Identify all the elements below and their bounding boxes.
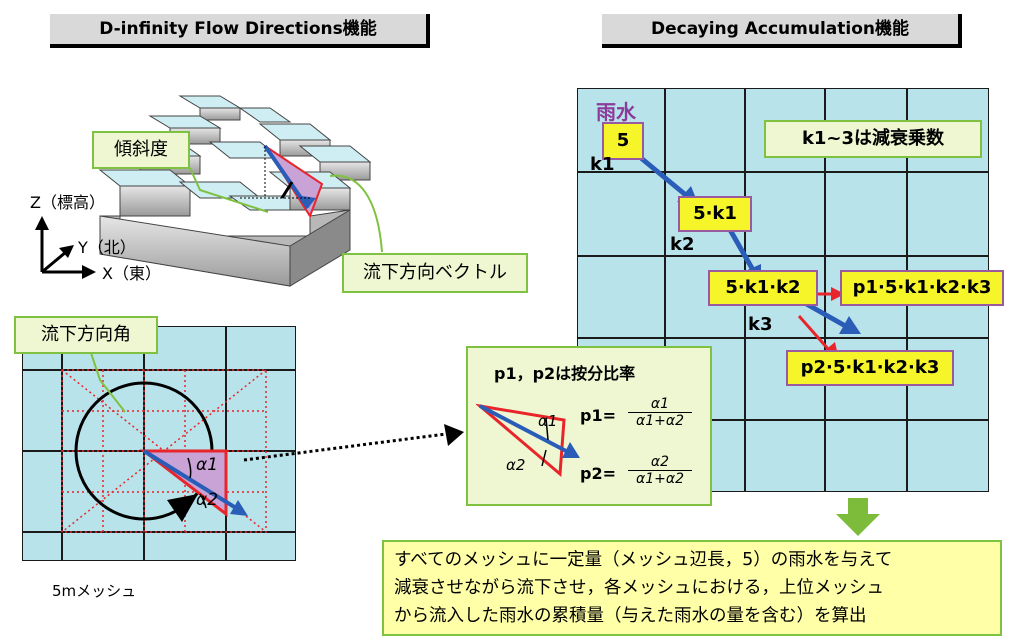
step1-text: 5·k1 <box>693 203 737 224</box>
flow-angle-grid <box>22 326 296 561</box>
coef-note: k1~3は減衰乗数 <box>801 128 945 149</box>
flow-vector-label: 流下方向ベクトル <box>363 262 507 283</box>
p1-numerator: α1 <box>628 396 692 413</box>
p1-fraction: α1 α1+α2 <box>628 396 692 429</box>
flow-angle-callout-line <box>89 349 126 413</box>
step2-text: 5·k1·k2 <box>725 277 801 298</box>
dotted-arrow <box>243 424 464 462</box>
coef-note-box: k1~3は減衰乗数 <box>764 120 982 158</box>
axis-y-label: Y（北） <box>78 238 136 257</box>
mesh-caption: 5mメッシュ <box>52 582 137 600</box>
rain-value: 5 <box>616 130 630 151</box>
ratio-alpha2: α2 <box>506 456 526 474</box>
p2-label: p2= <box>580 464 616 483</box>
ratio-alpha1: α1 <box>538 412 558 430</box>
summary-line2: 減衰させながら流下させ，各メッシュにおける，上位メッシュ <box>394 578 884 598</box>
slope-callout: 傾斜度 <box>92 131 190 169</box>
flow-angle-callout: 流下方向角 <box>14 316 158 354</box>
rain-label: 雨水 <box>596 100 636 124</box>
p1-label: p1= <box>580 406 616 425</box>
terrain-3d-diagram <box>98 95 372 287</box>
step2-box: 5·k1·k2 <box>708 270 818 306</box>
ratio-title: p1，p2は按分比率 <box>494 364 636 383</box>
right-title: Decaying Accumulation機能 <box>602 14 962 48</box>
flow-vector-callout: 流下方向ベクトル <box>342 253 528 293</box>
ratio-vector-diagram <box>476 403 580 478</box>
k3-label: k3 <box>748 314 773 335</box>
axis-z-label: Z（標高） <box>30 193 105 212</box>
flow-angle-label: 流下方向角 <box>41 324 131 345</box>
down-arrow <box>836 498 880 536</box>
step3b-box: p2·5·k1·k2·k3 <box>786 350 954 386</box>
step3a-text: p1·5·k1·k2·k3 <box>852 277 992 298</box>
rain-value-box: 5 <box>602 122 644 160</box>
p2-numerator: α2 <box>628 454 692 471</box>
p1-denominator: α1+α2 <box>635 413 684 429</box>
axis-x-label: X（東） <box>102 264 161 283</box>
step1-box: 5·k1 <box>678 196 752 232</box>
p2-denominator: α1+α2 <box>635 471 684 487</box>
summary-box: すべてのメッシュに一定量（メッシュ辺長，5）の雨水を与えて 減衰させながら流下さ… <box>382 540 1002 636</box>
left-title: D-infinity Flow Directions機能 <box>50 14 430 48</box>
p2-fraction: α2 α1+α2 <box>628 454 692 487</box>
alpha2-label: α2 <box>196 490 219 510</box>
slope-label: 傾斜度 <box>114 139 168 160</box>
k2-label: k2 <box>670 234 695 255</box>
k1-label: k1 <box>590 154 615 175</box>
summary-line3: から流入した雨水の累積量（与えた雨水の量を含む）を算出 <box>394 606 867 626</box>
step3a-box: p1·5·k1·k2·k3 <box>840 270 1004 306</box>
summary-line1: すべてのメッシュに一定量（メッシュ辺長，5）の雨水を与えて <box>394 550 893 570</box>
step3b-text: p2·5·k1·k2·k3 <box>800 357 940 378</box>
ratio-box: p1，p2は按分比率 α1 α2 p1= α1 α1+α2 p2= α2 α1+… <box>466 346 712 506</box>
axes-icon <box>35 216 96 279</box>
alpha1-label: α1 <box>196 455 219 475</box>
